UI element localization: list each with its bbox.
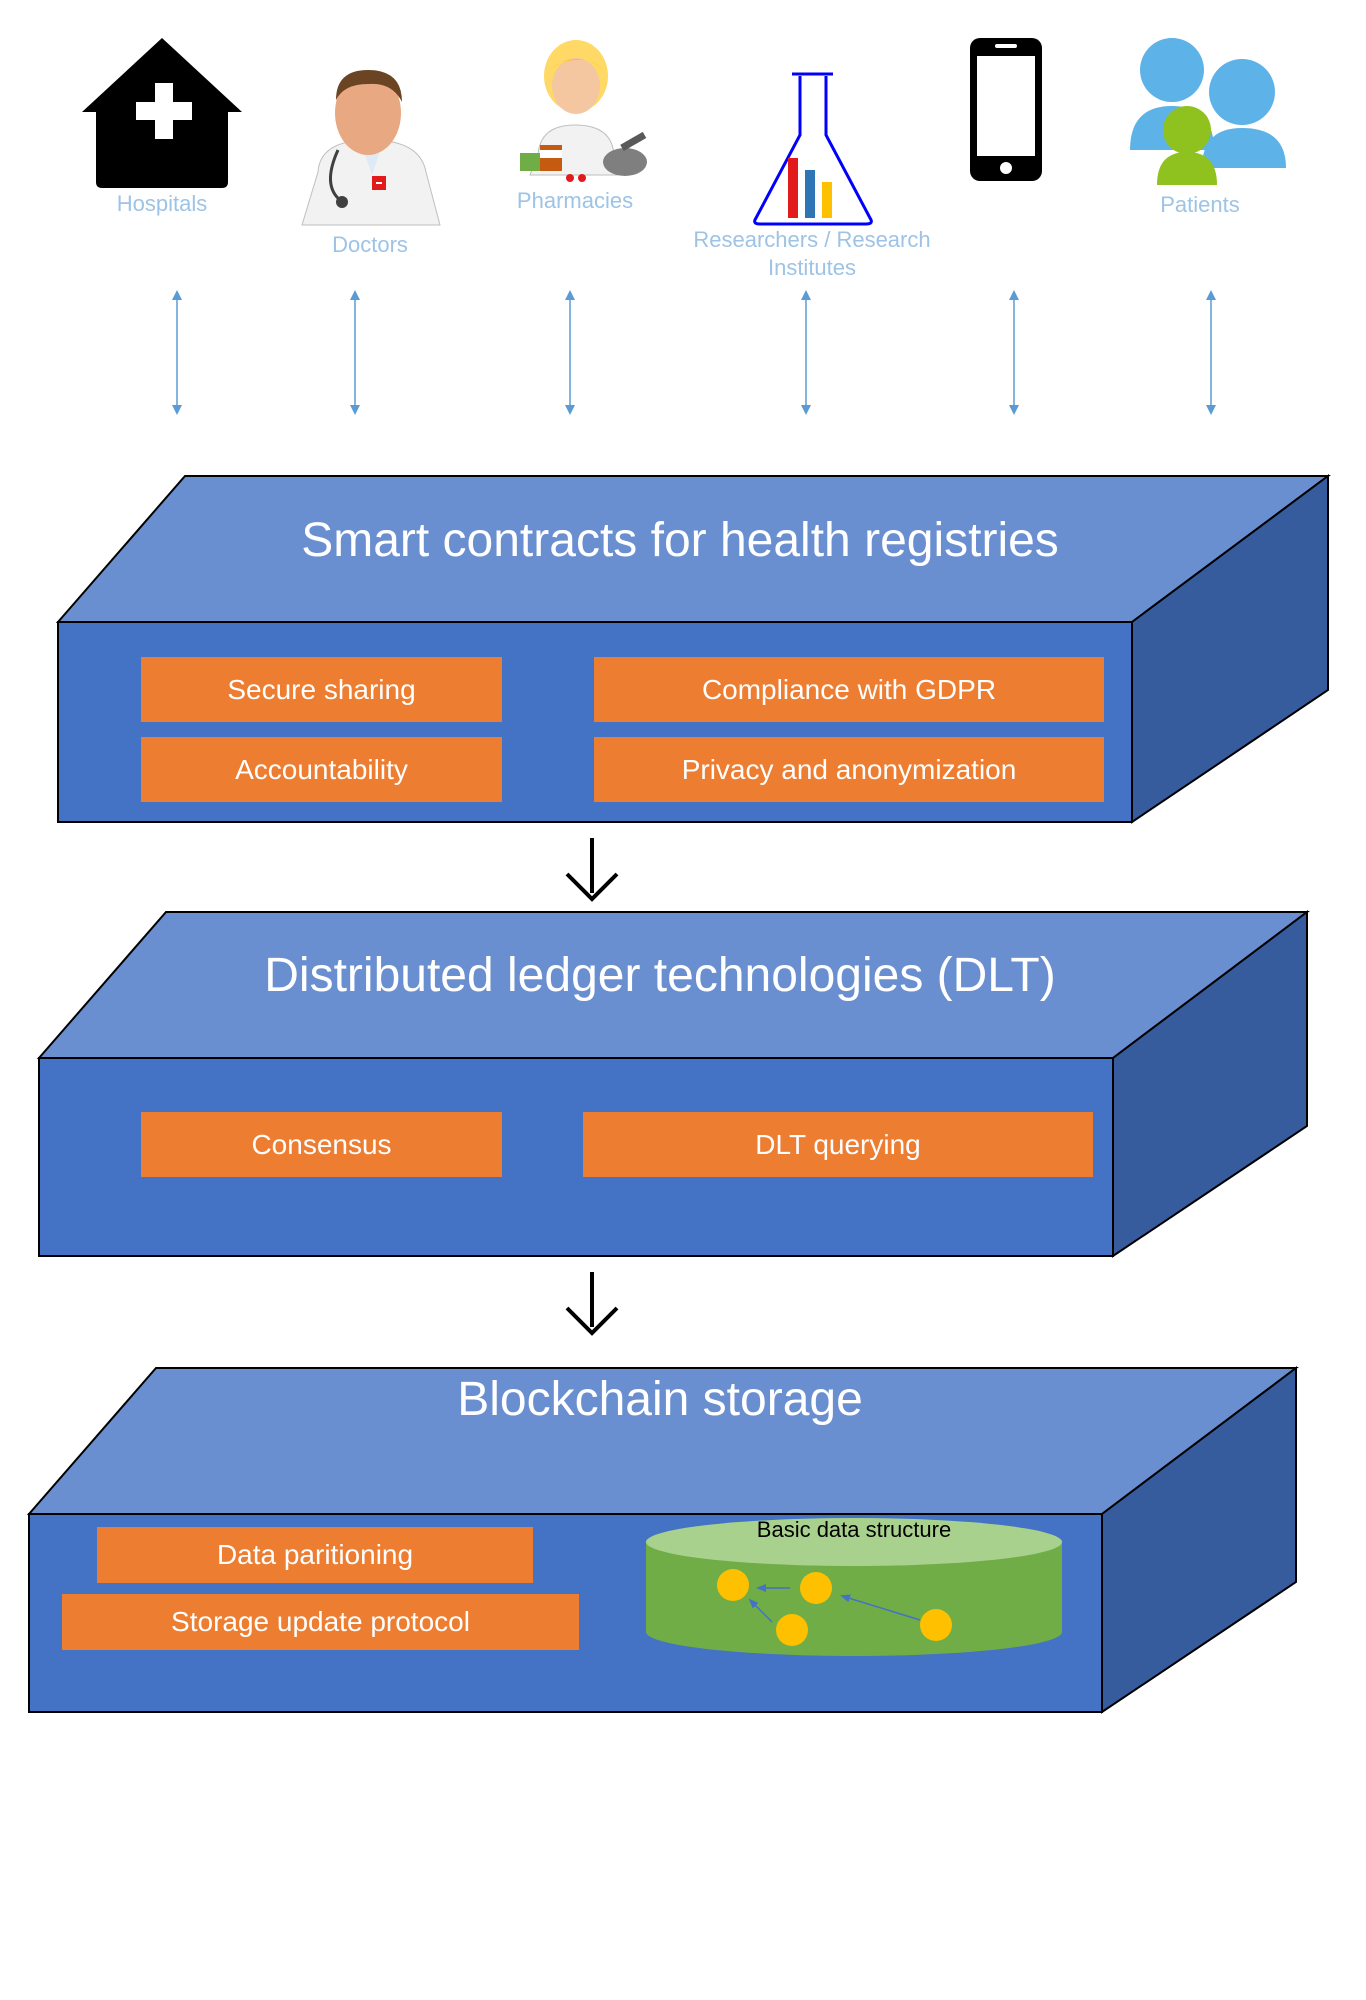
privacy-anonymization-box: Privacy and anonymization [594, 737, 1104, 802]
consensus-box: Consensus [141, 1112, 502, 1177]
dlt-layer [36, 909, 1310, 1258]
actor-label-hospitals: Hospitals [116, 191, 208, 216]
actor-label-patients: Patients [1160, 192, 1240, 217]
data-node [717, 1569, 749, 1601]
data-node [800, 1572, 832, 1604]
patients-icon [1130, 38, 1286, 185]
secure-sharing-box: Secure sharing [141, 657, 502, 722]
actor-label-researchers-line1: Researchers / Research [693, 227, 931, 252]
data-structure-graph [717, 1569, 952, 1646]
data-node [776, 1614, 808, 1646]
actor-label-researchers: Researchers / Research Institutes [664, 226, 960, 282]
data-node [920, 1609, 952, 1641]
smartphone-icon [970, 38, 1042, 181]
gdpr-compliance-box: Compliance with GDPR [594, 657, 1104, 722]
storage-title: Blockchain storage [457, 1373, 863, 1426]
data-partitioning-box: Data paritioning [97, 1527, 533, 1583]
actor-label-doctors: Doctors [332, 232, 408, 257]
actor-label-researchers-line2: Institutes [767, 255, 857, 280]
node-link [840, 1594, 921, 1621]
hospital-icon [82, 38, 242, 188]
doctor-icon [301, 70, 441, 226]
actor-connectors [172, 290, 1216, 415]
database-label: Basic data structure [756, 1517, 952, 1542]
storage-update-protocol-box: Storage update protocol [62, 1594, 579, 1650]
dlt-querying-box: DLT querying [583, 1112, 1093, 1177]
accountability-box: Accountability [141, 737, 502, 802]
node-link [748, 1598, 773, 1623]
down-arrow [565, 838, 619, 902]
smart-contracts-title: Smart contracts for health registries [301, 514, 1059, 567]
flask-icon [753, 72, 873, 226]
actor-label-pharmacies: Pharmacies [516, 188, 634, 213]
down-arrow [565, 1272, 619, 1336]
dlt-title: Distributed ledger technologies (DLT) [264, 949, 1056, 1002]
pharmacist-icon [520, 40, 647, 182]
